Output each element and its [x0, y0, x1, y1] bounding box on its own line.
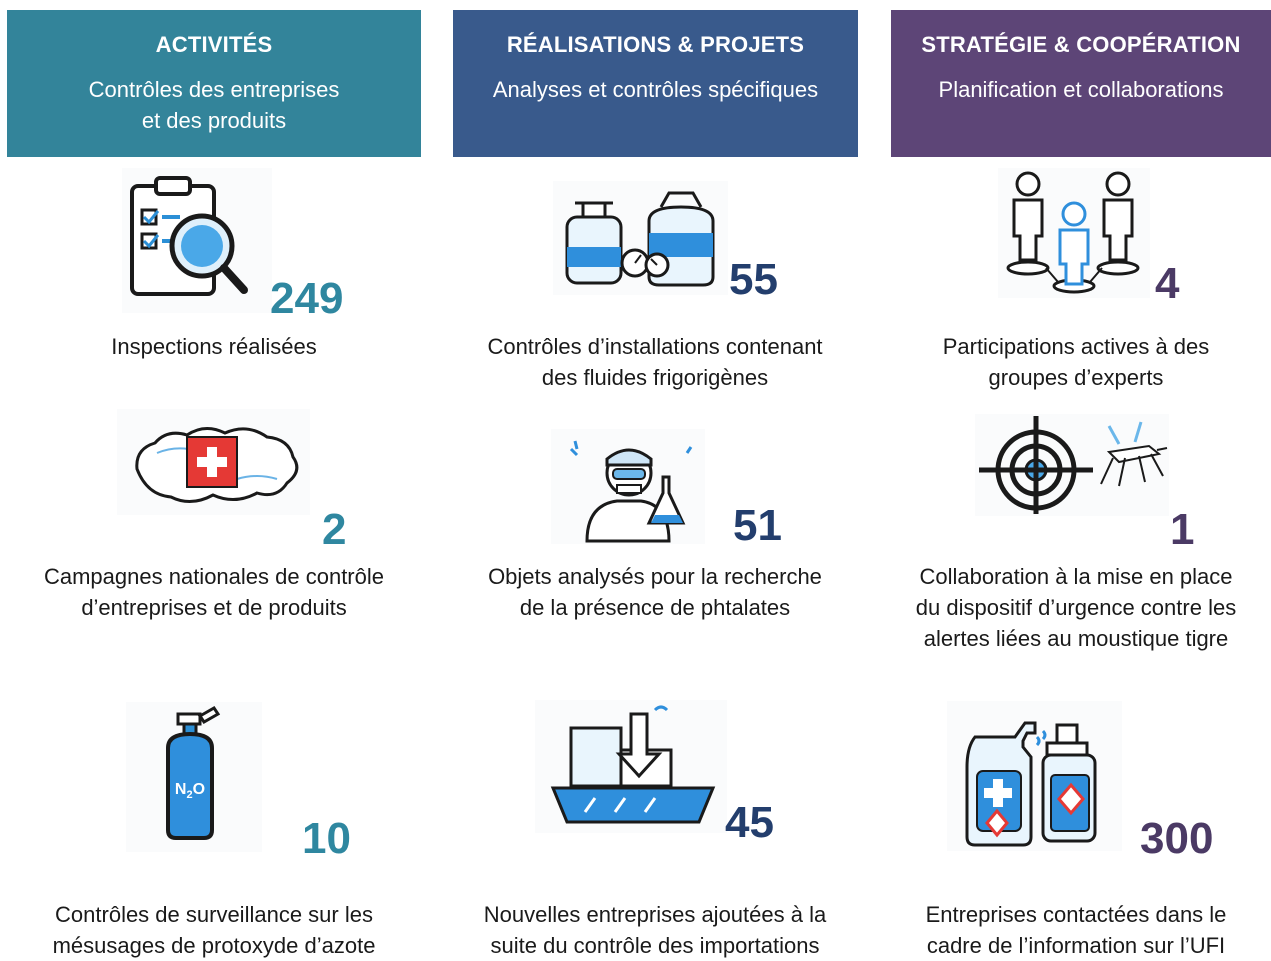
stat-caption: Entreprises contactées dans le cadre de …	[925, 902, 1227, 958]
column-subtitle: Contrôles des entreprises et des produit…	[88, 77, 340, 133]
stat-caption: Objets analysés pour la recherche de la …	[488, 564, 822, 620]
stat-caption: Contrôles d’installations contenant des …	[487, 334, 823, 390]
stat-caption: Contrôles de surveillance sur les mésusa…	[52, 902, 376, 958]
lab-scientist-icon	[551, 429, 705, 544]
stat-value: 51	[733, 501, 782, 550]
column-header-realisations: RÉALISATIONS & PROJETS Analyses et contr…	[453, 10, 858, 157]
column-title: RÉALISATIONS & PROJETS	[506, 32, 805, 57]
stat-caption: Nouvelles entreprises ajoutées à la suit…	[483, 902, 827, 958]
stat-caption: Inspections réalisées	[111, 334, 317, 359]
clipboard-magnifier-icon	[122, 168, 272, 313]
column-title: STRATÉGIE & COOPÉRATION	[921, 32, 1241, 57]
column-header-activites: ACTIVITÉS Contrôles des entreprises et d…	[7, 10, 421, 157]
stat-value: 45	[725, 798, 774, 847]
column-subtitle: Analyses et contrôles spécifiques	[492, 77, 819, 102]
stat-value: 10	[302, 814, 351, 863]
svg-text:N2O: N2O	[175, 781, 205, 801]
stat-value: 55	[729, 255, 778, 304]
cargo-ship-import-icon	[535, 700, 727, 833]
column-title: ACTIVITÉS	[155, 32, 273, 57]
refrigerant-tanks-icon	[553, 181, 728, 295]
stat-value: 1	[1170, 505, 1195, 554]
stat-value: 2	[322, 505, 347, 554]
column-subtitle: Planification et collaborations	[938, 77, 1224, 102]
stat-value: 300	[1140, 814, 1214, 863]
stat-value: 4	[1155, 259, 1180, 308]
stat-caption: Participations actives à des groupes d’e…	[942, 334, 1210, 390]
n2o-cylinder-icon: N2O	[126, 702, 262, 852]
stat-value: 249	[270, 274, 344, 323]
swiss-map-flag-icon	[117, 409, 310, 515]
column-header-strategie: STRATÉGIE & COOPÉRATION Planification et…	[891, 10, 1271, 157]
stat-caption: Campagnes nationales de contrôle d’entre…	[43, 564, 384, 620]
chemical-bottles-icon	[947, 701, 1122, 851]
stat-caption: Collaboration à la mise en place du disp…	[915, 564, 1237, 651]
people-network-icon	[998, 168, 1150, 298]
target-mosquito-icon	[975, 414, 1169, 516]
